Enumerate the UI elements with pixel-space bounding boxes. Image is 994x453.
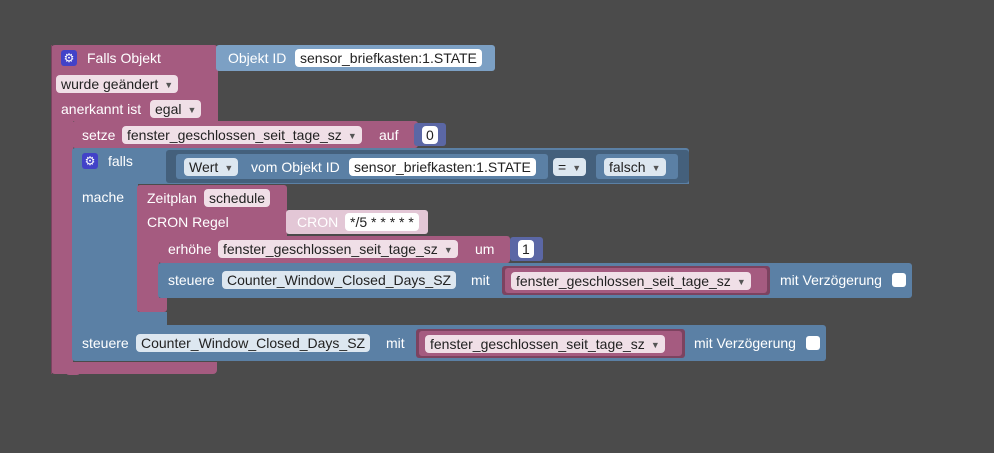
cron-rule-label: CRON Regel [147, 214, 229, 230]
control-inner-target-field[interactable]: Counter_Window_Closed_Days_SZ [222, 271, 457, 289]
set-variable-dropdown-label: fenster_geschlossen_seit_tage_sz [127, 127, 342, 143]
set-to-label: auf [379, 127, 399, 143]
checkbox-icon[interactable] [892, 273, 906, 287]
schedule-name-field[interactable]: schedule [204, 189, 271, 207]
dropdown-arrow-icon: ▼ [650, 340, 660, 350]
control-outer-variable-dropdown-label: fenster_geschlossen_seit_tage_sz [430, 336, 645, 352]
control-outer-label: steuere [82, 335, 129, 351]
dropdown-arrow-icon: ▼ [347, 131, 357, 141]
if-label: falls [108, 153, 133, 169]
control-outer-target-field[interactable]: Counter_Window_Closed_Days_SZ [136, 334, 371, 352]
gear-icon[interactable]: ⚙ [82, 153, 98, 169]
set-label: setze [82, 127, 116, 143]
dropdown-arrow-icon: ▼ [224, 163, 234, 173]
trigger-edge [51, 45, 52, 374]
cron-expression-field[interactable]: */5 * * * * * [345, 213, 419, 231]
dropdown-arrow-icon: ▼ [572, 163, 582, 173]
schedule-block-spine [137, 235, 159, 311]
increment-by-label: um [475, 241, 495, 257]
operator-dropdown[interactable]: =▼ [553, 158, 587, 176]
schedule-block-footer [137, 298, 167, 312]
change-dropdown-label: wurde geändert [61, 76, 159, 92]
dropdown-arrow-icon: ▼ [187, 105, 197, 115]
dropdown-arrow-icon: ▼ [164, 80, 174, 90]
dropdown-arrow-icon: ▼ [443, 245, 453, 255]
trigger-block-body-spine [51, 120, 73, 366]
condition-object-id-field[interactable]: sensor_briefkasten:1.STATE [349, 158, 536, 176]
value-dropdown-label: Wert [189, 159, 219, 175]
ack-dropdown[interactable]: egal ▼ [150, 100, 202, 118]
if-block-footer [72, 312, 167, 326]
from-object-label: vom Objekt ID [251, 159, 340, 175]
control-inner-delay-label: mit Verzögerung [780, 272, 882, 288]
gear-icon[interactable]: ⚙ [61, 50, 77, 66]
if-block-spine [72, 182, 138, 326]
ack-label: anerkannt ist [61, 101, 142, 117]
control-inner-variable-dropdown-label: fenster_geschlossen_seit_tage_sz [516, 273, 731, 289]
set-variable-dropdown[interactable]: fenster_geschlossen_seit_tage_sz ▼ [122, 126, 362, 144]
boolean-dropdown-label: falsch [609, 159, 646, 175]
control-outer-variable-dropdown[interactable]: fenster_geschlossen_seit_tage_sz ▼ [425, 335, 665, 353]
trigger-title: Falls Objekt [87, 50, 161, 66]
object-id-field[interactable]: sensor_briefkasten:1.STATE [295, 49, 482, 67]
operator-dropdown-label: = [558, 159, 567, 175]
change-dropdown[interactable]: wurde geändert ▼ [56, 75, 179, 93]
object-id-label: Objekt ID [228, 50, 287, 66]
control-inner-with-label: mit [471, 272, 490, 288]
increment-variable-dropdown-label: fenster_geschlossen_seit_tage_sz [223, 241, 438, 257]
boolean-dropdown[interactable]: falsch ▼ [604, 158, 666, 176]
do-label: mache [82, 189, 125, 205]
cron-label: CRON [297, 214, 339, 230]
control-inner-variable-dropdown[interactable]: fenster_geschlossen_seit_tage_sz ▼ [511, 272, 751, 290]
dropdown-arrow-icon: ▼ [651, 163, 661, 173]
trigger-block-footer [51, 362, 217, 374]
trigger-bottom-notch [66, 371, 80, 375]
schedule-label: Zeitplan [147, 190, 197, 206]
increment-variable-dropdown[interactable]: fenster_geschlossen_seit_tage_sz ▼ [218, 240, 458, 258]
increment-value-field[interactable]: 1 [518, 240, 534, 258]
increment-label: erhöhe [168, 241, 212, 257]
checkbox-icon[interactable] [806, 336, 820, 350]
value-dropdown[interactable]: Wert ▼ [184, 158, 239, 176]
set-value-field[interactable]: 0 [422, 126, 438, 144]
control-outer-with-label: mit [386, 335, 405, 351]
dropdown-arrow-icon: ▼ [736, 277, 746, 287]
control-inner-label: steuere [168, 272, 215, 288]
control-outer-delay-label: mit Verzögerung [694, 335, 796, 351]
ack-dropdown-label: egal [155, 101, 182, 117]
